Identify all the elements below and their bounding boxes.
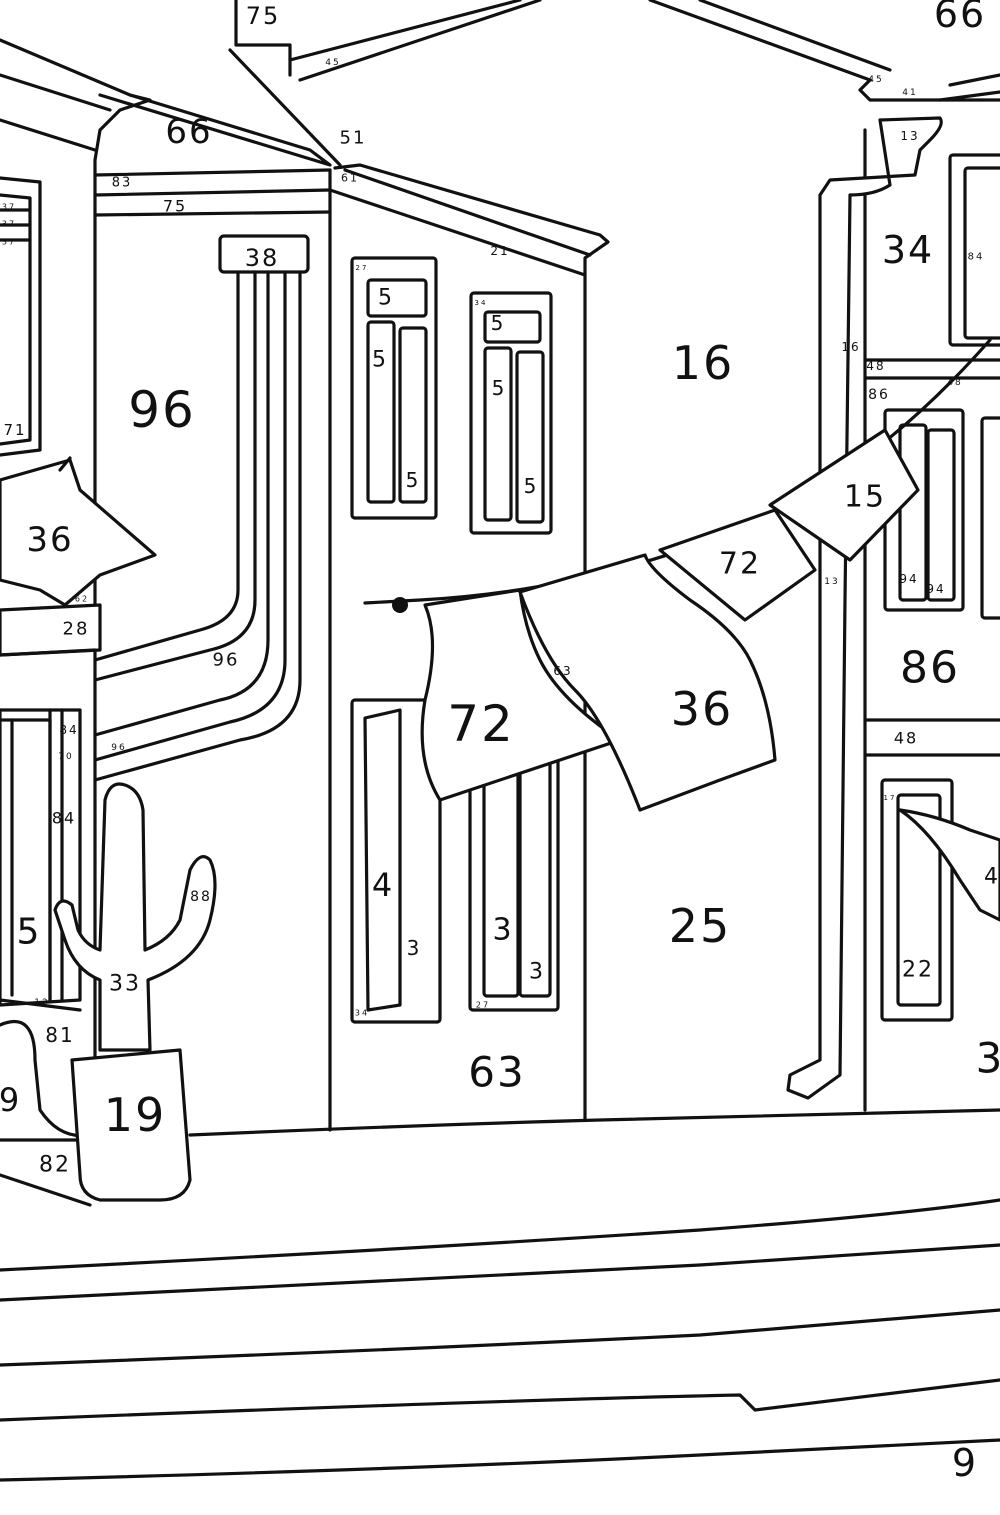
- label: 86: [868, 387, 890, 403]
- label: 81: [45, 1023, 74, 1047]
- label: 45: [325, 58, 340, 68]
- label: 22: [902, 958, 934, 983]
- label: 4: [372, 866, 394, 904]
- label: 45: [868, 75, 883, 85]
- label: 16: [841, 340, 860, 354]
- label: 72: [719, 547, 761, 582]
- label: 19: [104, 1088, 167, 1142]
- label: 63: [468, 1048, 525, 1097]
- roof-lines: [234, 0, 1000, 102]
- label: 9: [0, 1081, 21, 1119]
- label: 28: [63, 619, 90, 640]
- label: 4: [984, 865, 1000, 890]
- cactus: [53, 782, 217, 1202]
- label: 75: [163, 197, 187, 216]
- label: 5: [378, 286, 394, 311]
- label: 12: [34, 998, 49, 1008]
- label: 33: [109, 972, 141, 997]
- label: 75: [246, 2, 281, 30]
- left-house: [0, 38, 342, 1207]
- label: 5: [372, 348, 388, 373]
- laundry-line: [363, 338, 992, 812]
- label: 51: [340, 128, 367, 149]
- label: 70: [58, 752, 73, 762]
- label: 27: [476, 1001, 490, 1010]
- label: 5: [492, 376, 507, 400]
- label: 66: [934, 0, 986, 36]
- label: 3: [529, 960, 545, 985]
- label: 34: [355, 1009, 369, 1018]
- label: 3: [407, 936, 422, 960]
- label: 72: [447, 695, 515, 753]
- label: 48: [947, 378, 962, 388]
- label: 5: [17, 912, 42, 953]
- label: 66: [165, 112, 212, 152]
- label: 48: [866, 359, 885, 373]
- center-house: [328, 163, 610, 1132]
- label: 96: [213, 650, 240, 671]
- label: 71: [3, 421, 26, 439]
- label: 84: [968, 252, 985, 263]
- label: 36: [671, 682, 734, 736]
- label: 5: [491, 311, 506, 335]
- label: 48: [894, 729, 918, 748]
- label: 5: [524, 474, 539, 498]
- label: 21: [490, 244, 509, 258]
- label: 63: [553, 664, 572, 678]
- label: 13: [824, 577, 839, 587]
- label: 27: [356, 264, 369, 272]
- label: 82: [39, 1153, 71, 1178]
- label: 16: [672, 336, 735, 390]
- label: 9: [952, 1441, 978, 1485]
- label: 94: [926, 582, 945, 596]
- label: 5: [406, 468, 421, 492]
- label: 96: [128, 381, 196, 439]
- label: 84: [59, 723, 78, 737]
- label: 37: [2, 220, 16, 229]
- label: 41: [902, 88, 917, 98]
- label: 3: [492, 913, 513, 948]
- label: 83: [112, 176, 133, 191]
- label: 13: [900, 129, 919, 143]
- label: 34: [882, 228, 934, 272]
- label: 86: [900, 643, 960, 694]
- label: 94: [899, 572, 918, 586]
- label: 62: [75, 595, 89, 604]
- right-house: [786, 78, 1000, 1112]
- label: 37: [2, 238, 16, 247]
- label: 38: [245, 244, 280, 272]
- label: 61: [341, 172, 359, 185]
- label: 96: [111, 743, 126, 753]
- label: 34: [475, 299, 488, 307]
- label: 88: [190, 889, 212, 905]
- label: 37: [2, 203, 16, 212]
- label: 84: [52, 809, 76, 828]
- label: 17: [884, 794, 897, 802]
- label: 25: [669, 899, 732, 953]
- label: 3: [976, 1034, 1000, 1083]
- label: 36: [26, 520, 73, 560]
- label: 15: [844, 480, 886, 515]
- street-lines: [0, 1108, 1000, 1482]
